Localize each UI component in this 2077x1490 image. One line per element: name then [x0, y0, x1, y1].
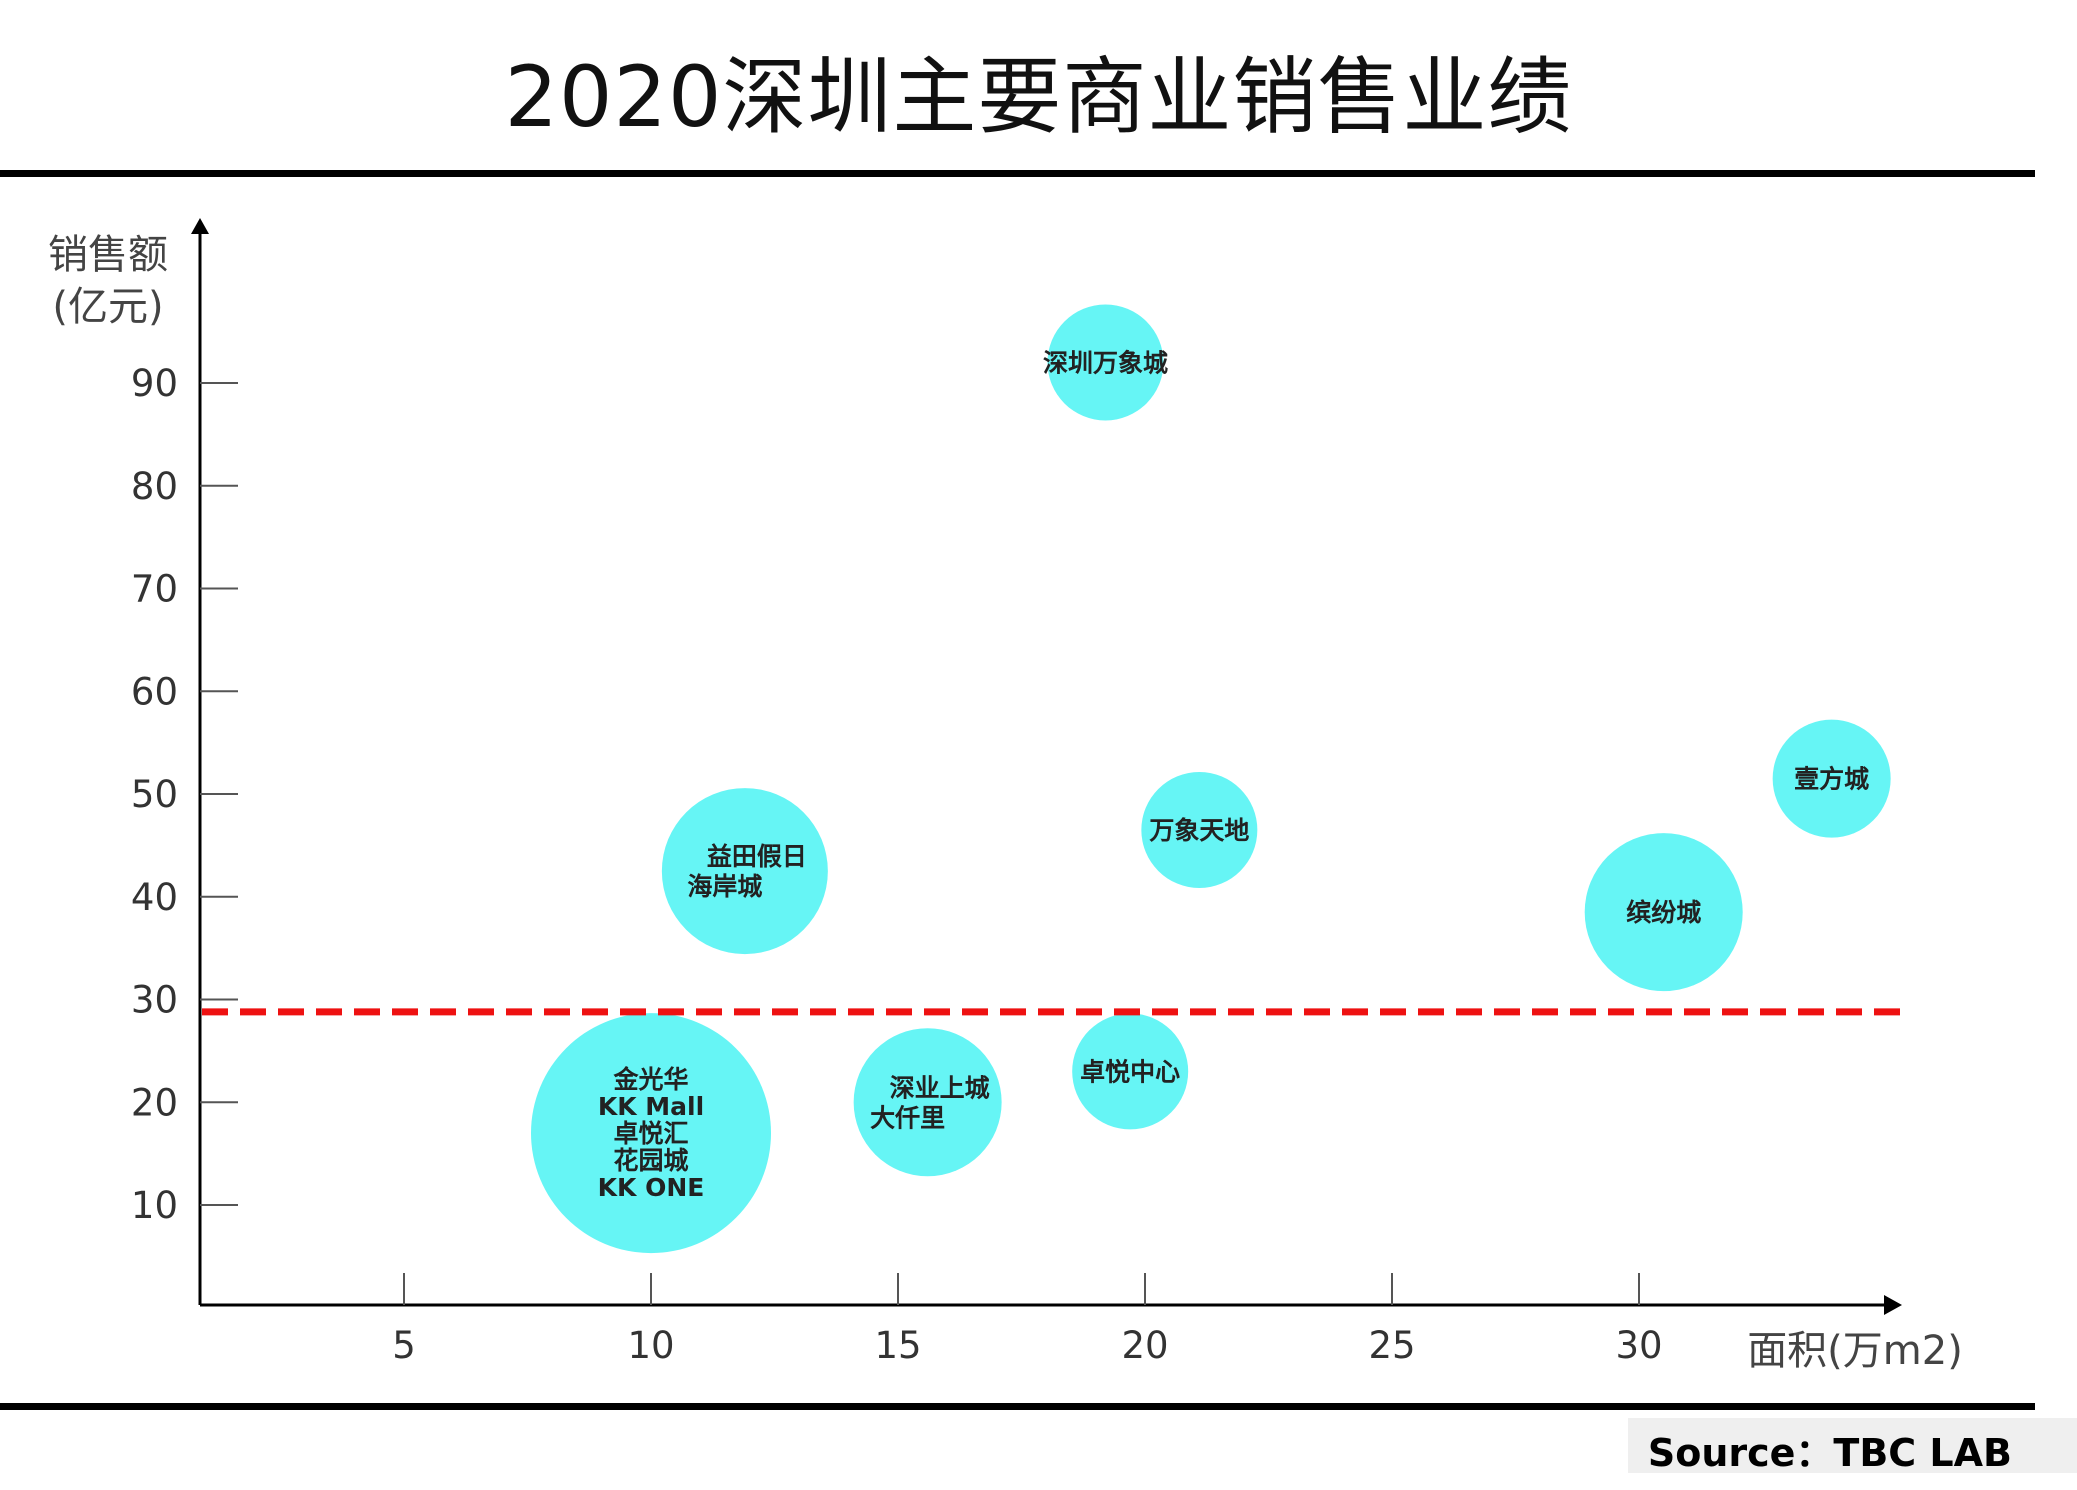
bubble-0: [1047, 304, 1164, 421]
x-axis-arrow: [1884, 1295, 1902, 1315]
y-tick-label: 10: [131, 1184, 178, 1227]
y-axis-title: 销售额: [48, 232, 168, 278]
bubble-1: [661, 788, 828, 955]
tick-layer: 10 20 30 40 50 60 70 80 90 5 10 15 20 25 30: [131, 362, 1663, 1367]
x-tick-label: 15: [874, 1324, 921, 1367]
bubble-label: KK Mall: [598, 1092, 704, 1121]
top-divider: [0, 170, 2035, 177]
bubble-4: [1772, 719, 1891, 838]
bubble-label: 益田假日: [707, 842, 807, 871]
y-tick-label: 90: [131, 362, 178, 405]
y-tick-label: 20: [131, 1081, 178, 1124]
bubble-6: [853, 1028, 1002, 1177]
y-tick-label: 60: [131, 670, 178, 713]
x-tick-label: 30: [1615, 1324, 1662, 1367]
x-tick-label: 25: [1368, 1324, 1415, 1367]
y-axis-arrow: [191, 218, 209, 234]
bubble-5: [531, 1013, 771, 1254]
bottom-divider: [0, 1403, 2035, 1410]
bubble-layer: [531, 304, 1891, 1254]
axes: [191, 218, 1902, 1315]
bubble-label: 花园城: [613, 1146, 688, 1175]
y-tick-label: 40: [131, 876, 178, 919]
x-axis-title: 面积(万m2): [1747, 1328, 1963, 1374]
axis-titles: 销售额 (亿元) 面积(万m2): [48, 232, 1963, 1374]
bubble-7: [1072, 1013, 1189, 1130]
source-box: Source：TBC LAB: [1628, 1418, 2077, 1475]
y-tick-label: 50: [131, 773, 178, 816]
y-tick-label: 30: [131, 979, 178, 1022]
bubble-label: 深业上城: [890, 1073, 990, 1102]
y-tick-label: 80: [131, 465, 178, 508]
bubble-label: 海岸城: [687, 872, 762, 901]
x-tick-label: 5: [392, 1324, 416, 1367]
bubble-label: 卓悦汇: [613, 1119, 688, 1148]
bubble-label: 缤纷城: [1626, 898, 1701, 927]
bubble-label: 万象天地: [1149, 816, 1249, 845]
bubble-3: [1584, 833, 1743, 992]
source-label: Source：TBC LAB: [1647, 1431, 2012, 1475]
y-tick-label: 70: [131, 568, 178, 611]
bubble-2: [1141, 771, 1258, 888]
chart-title: 2020深圳主要商业销售业绩: [504, 48, 1573, 146]
bubble-label: 金光华: [612, 1065, 688, 1094]
bubble-label: 深圳万象城: [1043, 348, 1168, 377]
bubble-label: 壹方城: [1794, 765, 1869, 794]
bubble-label: KK ONE: [598, 1173, 705, 1202]
bubble-label: 卓悦中心: [1080, 1057, 1180, 1086]
x-tick-label: 20: [1121, 1324, 1168, 1367]
x-tick-label: 10: [627, 1324, 674, 1367]
y-axis-title: (亿元): [52, 284, 163, 330]
bubble-label: 大仟里: [870, 1103, 945, 1132]
